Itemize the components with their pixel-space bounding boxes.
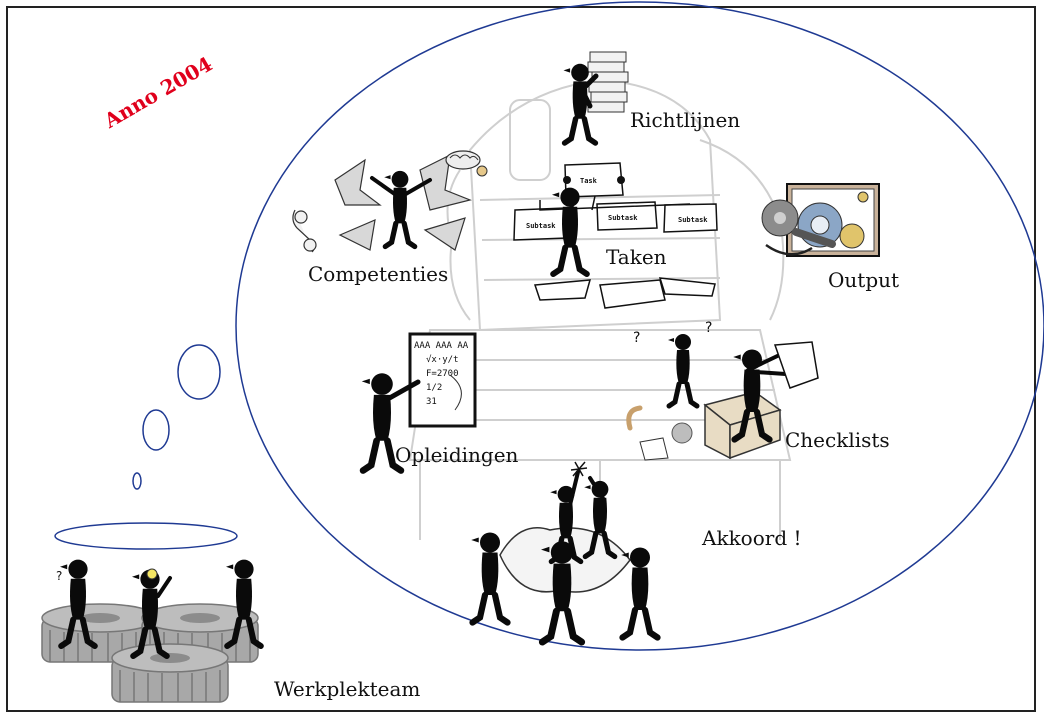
output-gears-icon [761,183,880,257]
wrench-icon [292,209,317,253]
akkoord-team-icon [471,461,657,642]
thought-bubble-dot-medium [142,409,170,451]
label-checklists: Checklists [785,428,890,452]
whiteboard-line-3: F=2700 [426,369,459,379]
background-machine-sketch [408,78,792,540]
richtlijnen-figure-icon [564,51,629,143]
label-richtlijnen: Richtlijnen [630,108,741,132]
werkplekteam-gears-icon: ? [41,560,261,703]
whiteboard-line-2: √x·y/t [426,354,459,365]
label-taken: Taken [606,245,667,269]
svg-text:?: ? [633,330,640,346]
checklists-figures-icon: ? ? [626,320,819,461]
task-chart-icon: Task Subtask Subtask Subtask [513,162,718,309]
thought-bubble [235,1,1044,651]
competenties-figure-icon [334,153,472,251]
svg-text:?: ? [705,320,712,336]
label-werkplekteam: Werkplekteam [274,677,421,701]
brain-icon [445,150,488,177]
subtask-box-label-2: Subtask [608,214,638,222]
slide-frame [6,6,1036,712]
subtask-box-label-3: Subtask [678,216,708,224]
label-opleidingen: Opleidingen [395,443,519,467]
label-akkoord: Akkoord ! [702,526,802,550]
whiteboard-line-4: 1/2 [426,383,442,393]
whiteboard-line-5: 31 [426,397,437,407]
label-output: Output [828,268,900,292]
svg-text:?: ? [56,569,62,583]
subtask-box-label-1: Subtask [526,222,556,230]
label-competenties: Competenties [308,262,449,286]
whiteboard-line-1: AAA AAA AA [414,341,469,351]
whiteboard-icon: AAA AAA AA √x·y/t F=2700 1/2 31 [408,332,477,428]
opleidingen-figure-icon [362,373,421,470]
thought-bubble-dot-large [177,344,221,400]
thought-base-ellipse [54,522,238,550]
task-box-label: Task [580,177,598,185]
thought-bubble-dot-small [132,472,142,490]
